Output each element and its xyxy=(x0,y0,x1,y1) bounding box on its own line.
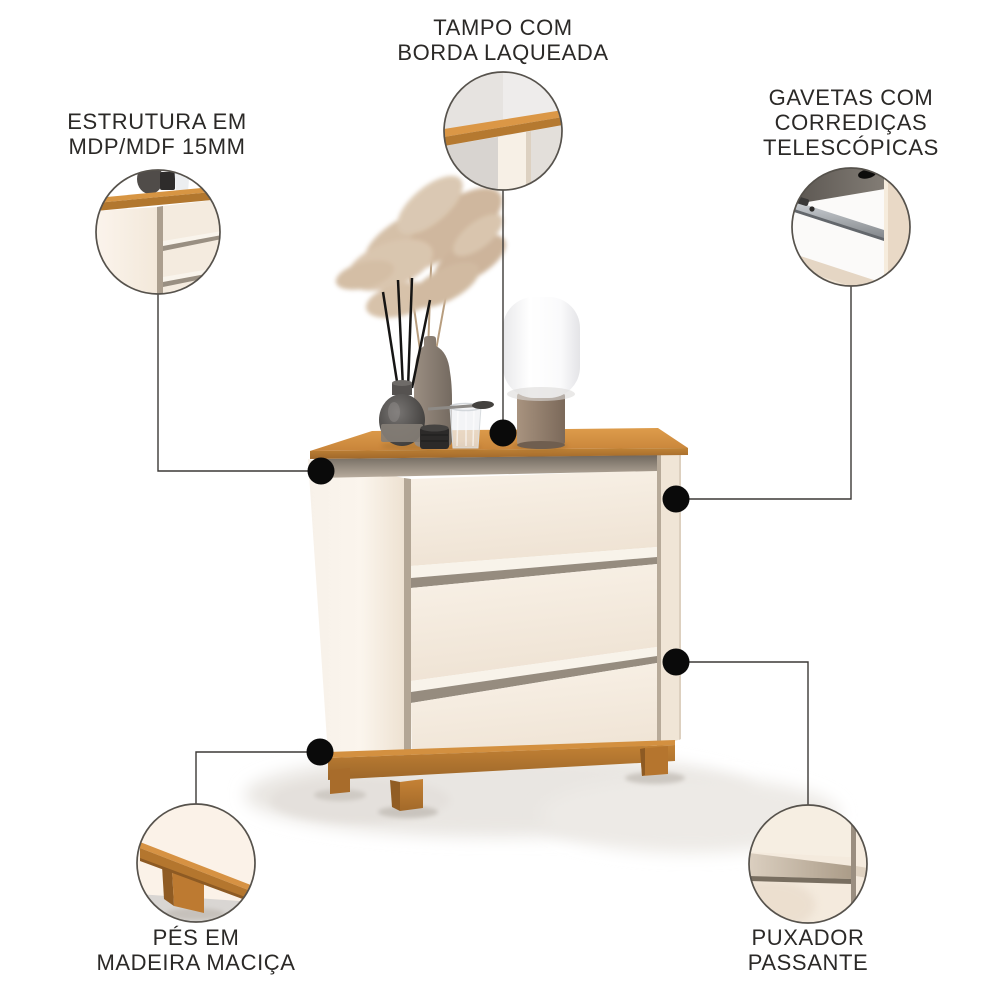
connector-gavetas xyxy=(676,286,852,500)
drawer-groove-step-1 xyxy=(411,547,657,578)
label-tampo-line1: TAMPO COM xyxy=(433,15,573,40)
detail-circle-estrutura xyxy=(95,169,221,295)
decor-items xyxy=(335,175,580,449)
drawer-1 xyxy=(411,470,657,566)
label-pes-line2: MADEIRA MACIÇA xyxy=(96,950,296,975)
detail-circle-puxador xyxy=(748,804,868,924)
dot-gavetas xyxy=(662,485,690,513)
label-tampo: TAMPO COM BORDA LAQUEADA xyxy=(397,15,608,65)
label-estrutura-line2: MDP/MDF 15MM xyxy=(68,134,246,159)
foot-right xyxy=(640,746,668,776)
label-puxador-line2: PASSANTE xyxy=(747,950,869,975)
connector-pes xyxy=(195,751,320,804)
label-estrutura-line1: ESTRUTURA EM xyxy=(67,109,247,134)
base-rail-top xyxy=(328,740,675,758)
detail-circle-pes xyxy=(136,803,256,923)
foot-front-left xyxy=(400,779,423,811)
dot-pes xyxy=(306,738,334,766)
reed-diffuser xyxy=(379,277,432,446)
stirring-spoon xyxy=(427,400,494,411)
label-puxador: PUXADOR PASSANTE xyxy=(748,925,869,975)
label-tampo-line2: BORDA LAQUEADA xyxy=(397,40,609,65)
label-pes: PÉS EM MADEIRA MACIÇA xyxy=(96,925,295,975)
foot-right-shade xyxy=(640,748,645,776)
connector-puxador xyxy=(676,661,809,805)
left-side-panel xyxy=(308,459,404,771)
drawer-2 xyxy=(411,564,657,681)
callout-dots xyxy=(306,419,690,766)
label-estrutura: ESTRUTURA EM MDP/MDF 15MM xyxy=(67,109,247,159)
callout-connectors xyxy=(157,190,852,805)
label-gavetas: GAVETAS COM CORREDIÇAS TELESCÓPICAS xyxy=(763,85,939,160)
top-slab-edge xyxy=(310,448,688,459)
base-rail xyxy=(328,745,675,780)
label-gavetas-line2: CORREDIÇAS xyxy=(774,110,928,135)
dot-tampo xyxy=(489,419,517,447)
drinking-glass xyxy=(449,402,482,449)
black-jar xyxy=(420,424,449,449)
label-puxador-line1: PUXADOR xyxy=(751,925,865,950)
foot-back-left xyxy=(330,768,350,794)
table-lamp xyxy=(503,297,580,449)
under-top-recess xyxy=(318,455,657,478)
carcass-front-edge xyxy=(404,478,411,771)
label-pes-line1: PÉS EM xyxy=(152,925,240,950)
drawer-groove-shadow-1 xyxy=(411,557,657,588)
foot-front-left-side xyxy=(390,780,400,811)
drawer-groove-shadow-2 xyxy=(411,656,657,703)
drawer-groove-step-2 xyxy=(411,647,657,692)
connector-estrutura xyxy=(157,294,321,472)
label-gavetas-line1: GAVETAS COM xyxy=(768,85,934,110)
pampas-grass xyxy=(335,175,506,353)
label-gavetas-line3: TELESCÓPICAS xyxy=(763,135,939,160)
dot-estrutura xyxy=(307,457,335,485)
dresser xyxy=(308,428,688,811)
dot-puxador xyxy=(662,648,690,676)
right-seam xyxy=(657,455,661,747)
detail-circle-tampo xyxy=(443,71,563,191)
